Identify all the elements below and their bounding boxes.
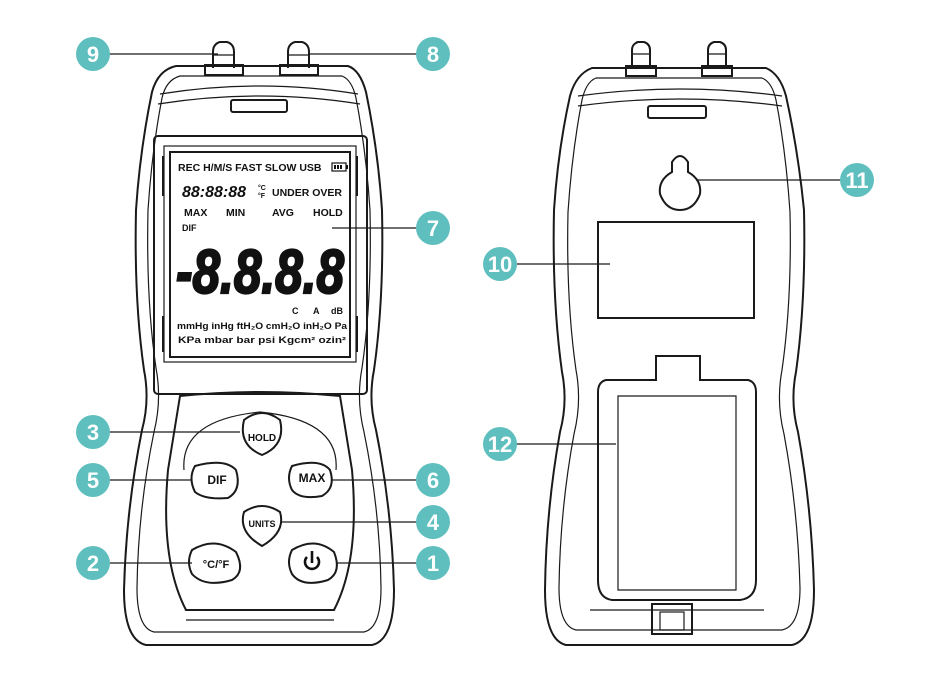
max-button-label: MAX <box>299 471 326 485</box>
lcd-db: dB <box>331 306 343 316</box>
callout-2: 2 <box>76 546 110 580</box>
lcd-under-over: UNDER OVER <box>272 187 342 199</box>
battery-compartment <box>597 355 757 601</box>
lcd-temp-f: °F <box>258 192 266 200</box>
lcd-units-row2: KPa mbar bar psi Kgcm² ozin² <box>178 335 346 345</box>
lcd-min: MIN <box>226 207 245 219</box>
lcd-avg: AVG <box>272 207 294 219</box>
lcd-screen <box>169 151 351 358</box>
callout-1: 1 <box>416 546 450 580</box>
svg-text:8: 8 <box>427 42 439 67</box>
lcd-dif: DIF <box>182 223 197 233</box>
callout-11: 11 <box>840 163 874 197</box>
callout-7: 7 <box>416 211 450 245</box>
callout-8: 8 <box>416 37 450 71</box>
front-housing-inner <box>136 75 382 633</box>
svg-text:7: 7 <box>427 216 439 241</box>
lcd-bezel <box>153 135 368 395</box>
svg-text:4: 4 <box>427 510 440 535</box>
back-housing-outer <box>543 67 816 646</box>
svg-text:10: 10 <box>488 252 512 277</box>
hold-button-label: HOLD <box>248 433 276 444</box>
temp-unit-button[interactable]: °C/°F <box>188 542 242 584</box>
svg-text:6: 6 <box>427 468 439 493</box>
back-nozzle-left <box>625 41 657 77</box>
lcd-units-row1: mmHg inHg ftH₂O cmH₂O inH₂O Pa <box>177 321 348 331</box>
back-housing-inner <box>558 77 801 631</box>
callout-6: 6 <box>416 463 450 497</box>
callout-10: 10 <box>483 247 517 281</box>
max-button[interactable]: MAX <box>288 461 333 499</box>
lcd-clock: 88:88:88 <box>182 184 246 201</box>
svg-text:12: 12 <box>488 432 512 457</box>
leader-lines <box>92 53 854 564</box>
svg-text:9: 9 <box>87 42 99 67</box>
hold-button[interactable]: HOLD <box>241 412 283 457</box>
lcd-hold: HOLD <box>313 207 343 219</box>
lcd-temp-c: °C <box>258 184 266 192</box>
back-view <box>543 41 816 646</box>
lcd-c: C <box>292 306 299 316</box>
units-button-label: UNITS <box>249 519 276 529</box>
dif-button-label: DIF <box>207 473 226 487</box>
units-button[interactable]: UNITS <box>241 505 283 548</box>
svg-text:5: 5 <box>87 468 99 493</box>
svg-text:3: 3 <box>87 420 99 445</box>
svg-text:11: 11 <box>845 168 868 193</box>
dif-button[interactable]: DIF <box>190 461 239 500</box>
lcd-a: A <box>313 306 320 316</box>
front-nozzle-left <box>204 41 244 76</box>
power-icon <box>303 551 321 571</box>
svg-text:2: 2 <box>87 551 99 576</box>
label-area <box>597 221 755 319</box>
front-view: REC H/M/S FAST SLOW USB 88:88:88 °C °F U… <box>122 41 396 646</box>
keypad-panel <box>165 391 355 611</box>
front-housing-outer <box>122 65 396 646</box>
back-nozzle-right <box>701 41 733 77</box>
power-button[interactable] <box>288 542 338 584</box>
lcd-big-digits: -8.8.8.8 <box>176 238 344 307</box>
callout-3: 3 <box>76 415 110 449</box>
svg-text:1: 1 <box>427 551 439 576</box>
callout-4: 4 <box>416 505 450 539</box>
lcd-row-status: REC H/M/S FAST SLOW USB <box>178 162 322 174</box>
hanging-hole <box>658 155 702 212</box>
callout-12: 12 <box>483 427 517 461</box>
callout-5: 5 <box>76 463 110 497</box>
battery-icon <box>331 162 348 172</box>
lcd-max: MAX <box>184 207 207 219</box>
front-nozzle-right <box>279 41 319 76</box>
callouts: 9 8 7 3 5 6 4 2 1 10 11 12 <box>76 37 874 580</box>
temp-unit-button-label: °C/°F <box>203 559 230 571</box>
callout-9: 9 <box>76 37 110 71</box>
